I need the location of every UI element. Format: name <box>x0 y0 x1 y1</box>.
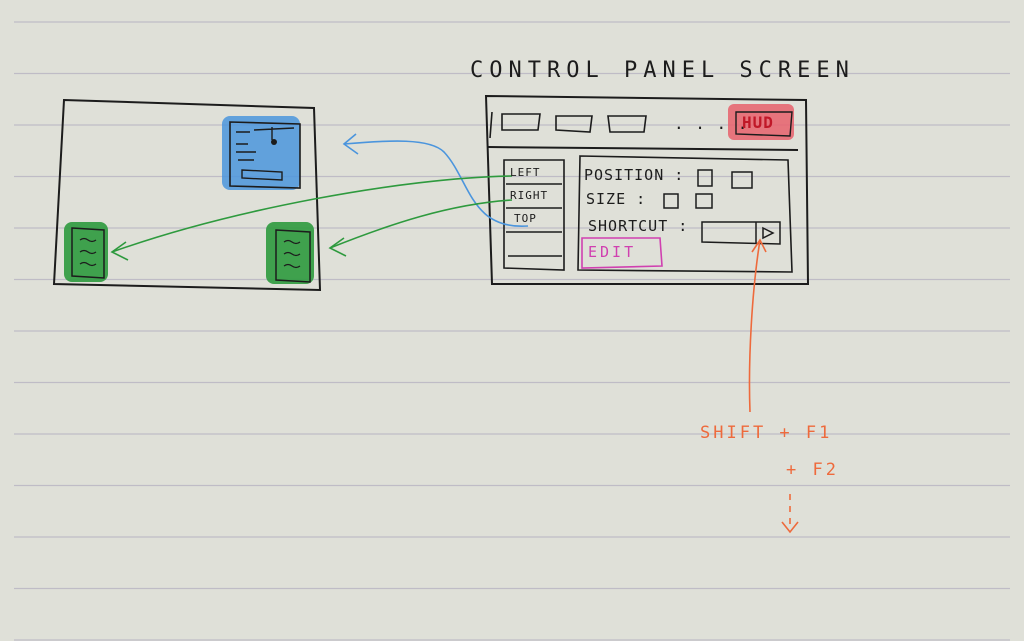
position-x-box <box>697 169 713 187</box>
position-y-box <box>731 171 753 189</box>
toolbar-tab-1 <box>501 113 541 131</box>
blue-widget-frame <box>229 121 301 189</box>
green-widget-right-frame <box>275 229 311 283</box>
game-screen-frame <box>52 98 322 292</box>
toolbar-tab-2 <box>555 115 593 133</box>
side-list-frame <box>503 159 565 271</box>
shortcut-dropdown-arrow-icon <box>762 226 775 240</box>
edit-button[interactable]: EDIT <box>588 243 637 261</box>
size-w-box <box>663 193 679 209</box>
green-arrowhead-right <box>328 237 347 257</box>
ruled-lines <box>14 21 1010 641</box>
field-boxes <box>663 169 781 245</box>
blue-widget-scribbles <box>236 127 295 181</box>
position-label: POSITION : <box>584 166 685 184</box>
blue-arrowhead <box>342 133 359 155</box>
toolbar-ellipsis: . . . . <box>674 114 749 133</box>
green-widget-left-lines <box>79 237 97 267</box>
green-widget-right-lines <box>283 239 301 269</box>
size-label: SIZE : <box>586 190 647 208</box>
continuation-arrowhead <box>781 521 799 534</box>
diagram-title: CONTROL PANEL SCREEN <box>470 58 855 83</box>
green-widget-left-frame <box>71 227 105 279</box>
side-list-dividers <box>506 183 562 257</box>
shortcut-input <box>701 221 781 245</box>
shortcut-label: SHORTCUT : <box>588 217 689 235</box>
side-item-top[interactable]: TOP <box>514 212 537 225</box>
blue-arrow <box>343 140 529 227</box>
toolbar-left-tick <box>489 111 493 139</box>
green-arrow-right <box>329 199 513 249</box>
toolbar-divider <box>487 146 799 151</box>
control-panel-frame <box>484 94 810 285</box>
orange-arrow <box>748 239 761 413</box>
green-arrow-left <box>111 175 513 253</box>
size-h-box <box>695 193 713 209</box>
shortcut-note-line2: + F2 <box>786 460 839 480</box>
properties-panel-frame <box>577 155 793 273</box>
side-item-left[interactable]: LEFT <box>510 166 541 179</box>
hud-tab-frame <box>735 111 793 137</box>
shortcut-note-line1: SHIFT + F1 <box>700 423 833 443</box>
edit-button-frame <box>581 237 663 269</box>
side-item-right[interactable]: RIGHT <box>510 189 549 202</box>
toolbar-tab-3 <box>607 115 647 133</box>
blue-widget-dot <box>271 139 277 145</box>
green-arrowhead-left <box>110 241 129 261</box>
hud-tab[interactable]: HUD <box>742 113 774 132</box>
green-widget-left-highlight <box>64 222 108 282</box>
toolbar-tabs <box>501 113 647 133</box>
orange-arrowhead <box>751 238 767 253</box>
hud-highlight <box>728 104 794 140</box>
